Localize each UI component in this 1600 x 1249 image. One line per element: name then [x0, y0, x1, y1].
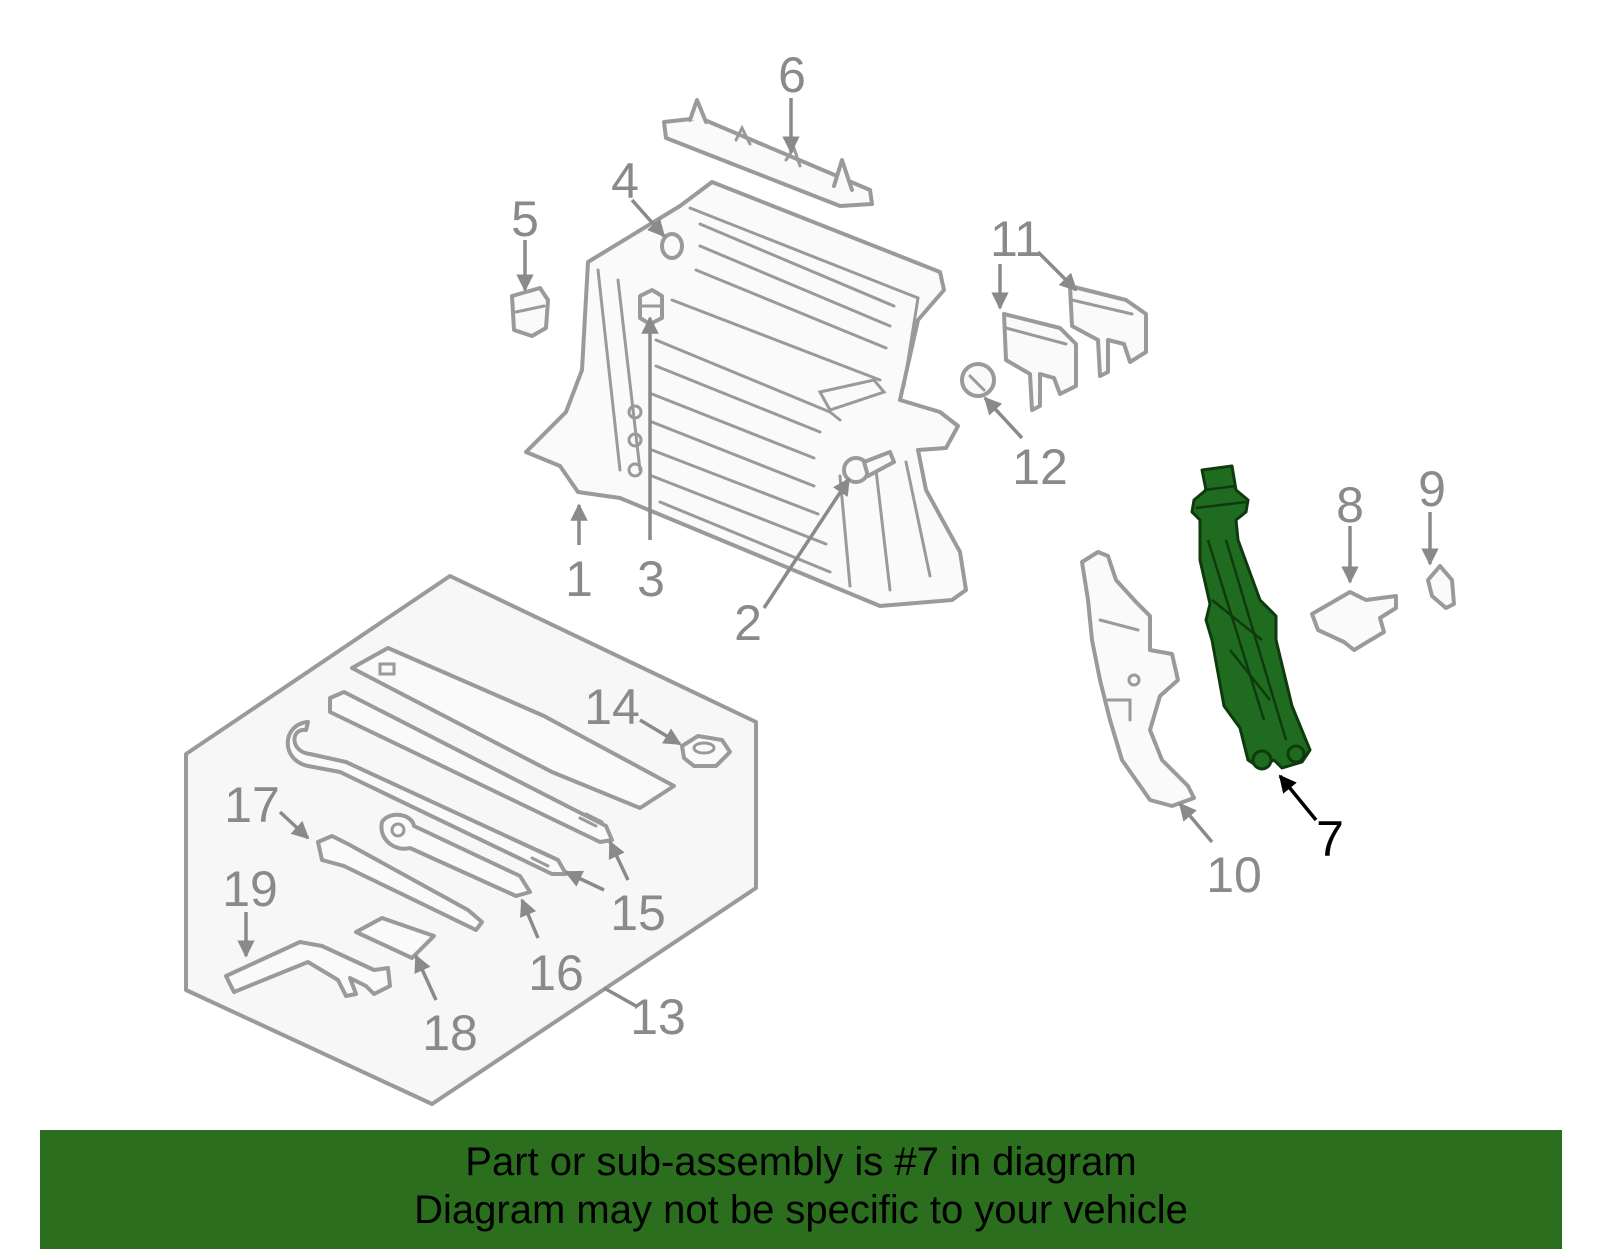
- part-2-screw: [842, 450, 896, 484]
- callout-11: 11: [990, 211, 1042, 267]
- callout-6: 6: [778, 47, 806, 103]
- callout-7: 7: [1316, 811, 1344, 867]
- banner-line-part: Part or sub-assembly is #7 in diagram: [465, 1140, 1137, 1184]
- callout-8: 8: [1336, 477, 1364, 533]
- part-5-clip: [510, 286, 550, 338]
- part-6-rail: [662, 98, 874, 208]
- part-7-jack: [1190, 464, 1312, 771]
- part-8-bracket: [1310, 590, 1398, 652]
- callout-13: 13: [630, 989, 686, 1045]
- callout-labels: 1 2 3 4 5 6 7 8 9 10 11 12 13 14 15 16 1…: [222, 47, 1446, 1061]
- callout-17: 17: [224, 777, 280, 833]
- part-9-clip: [1426, 564, 1456, 610]
- callout-9: 9: [1418, 461, 1446, 517]
- callout-5: 5: [511, 191, 539, 247]
- callout-12: 12: [1012, 439, 1068, 495]
- callout-4: 4: [611, 153, 639, 209]
- banner-line-disclaimer: Diagram may not be specific to your vehi…: [414, 1188, 1188, 1232]
- callout-19: 19: [222, 861, 278, 917]
- callout-2: 2: [734, 595, 762, 651]
- callout-14: 14: [584, 679, 640, 735]
- part-11-brackets: [1002, 284, 1148, 412]
- callout-18: 18: [422, 1005, 478, 1061]
- part-1-trunk-tray: [524, 180, 968, 608]
- callout-10: 10: [1206, 847, 1262, 903]
- part-13-tool-kit: [184, 574, 758, 1106]
- part-10-jack-bracket: [1080, 550, 1196, 808]
- part-4-ring: [660, 232, 684, 260]
- part-12-disc: [960, 362, 996, 398]
- leader-lines: [237, 98, 1439, 1008]
- callout-15: 15: [610, 885, 666, 941]
- callout-16: 16: [528, 945, 584, 1001]
- callout-1: 1: [565, 551, 593, 607]
- info-banner: Part or sub-assembly is #7 in diagram Di…: [40, 1130, 1562, 1249]
- callout-3: 3: [637, 551, 665, 607]
- part-3-grommet: [638, 288, 664, 326]
